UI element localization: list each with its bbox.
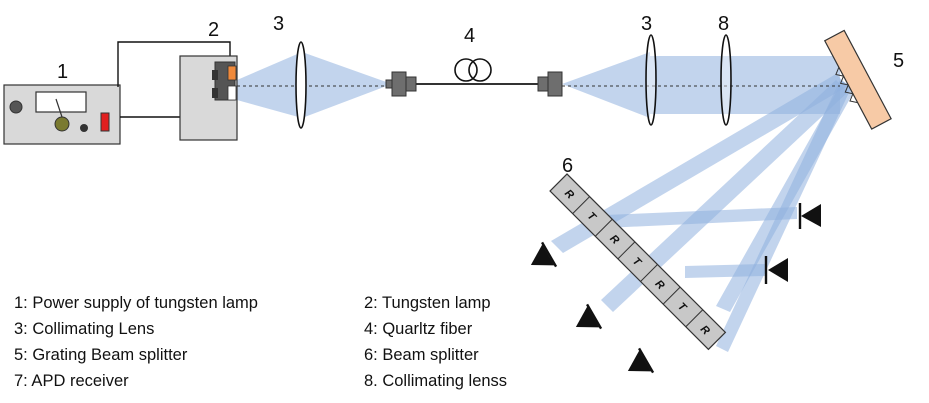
apd-receiver-4 xyxy=(575,303,603,330)
label-fiber: 4 xyxy=(464,25,475,47)
fiber-coil xyxy=(454,58,492,82)
fiber-connector-left xyxy=(391,71,407,97)
legend-item-8: 8. Collimating lenss xyxy=(364,372,507,390)
label-lens-right: 3 xyxy=(641,13,652,35)
splitter-divider xyxy=(572,196,590,214)
power-knob-main xyxy=(54,116,70,132)
beam-lamp-to-lens xyxy=(237,52,302,118)
splitter-divider xyxy=(640,264,658,282)
power-indicator xyxy=(100,112,110,132)
legend-item-6: 6: Beam splitter xyxy=(364,346,479,364)
fiber-assembly xyxy=(385,58,563,97)
legend: 1: Power supply of tungsten lamp 3: Coll… xyxy=(14,294,507,390)
legend-item-1: 1: Power supply of tungsten lamp xyxy=(14,294,258,312)
beam-out-4 xyxy=(716,82,856,312)
power-knob-left xyxy=(9,100,23,114)
label-beam-splitter: 6 xyxy=(562,155,573,177)
beam-out-2 xyxy=(601,80,848,312)
grating xyxy=(823,29,892,130)
power-supply xyxy=(3,84,121,145)
collimating-lens-left xyxy=(295,41,307,129)
legend-item-4: 4: Quarltz fiber xyxy=(364,320,473,338)
splitter-divider xyxy=(617,241,636,260)
label-collimating-lens: 8 xyxy=(718,13,729,35)
power-supply-display xyxy=(35,91,87,113)
label-grating: 5 xyxy=(893,50,904,72)
collimating-lens-8 xyxy=(720,34,732,126)
lamp-filament-bottom xyxy=(227,85,237,101)
beam-splitter-bar xyxy=(549,173,727,351)
meter-needle xyxy=(55,98,64,121)
beam-out-1 xyxy=(551,74,848,253)
legend-item-7: 7: APD receiver xyxy=(14,372,129,390)
legend-item-3: 3: Collimating Lens xyxy=(14,320,154,338)
legend-item-5: 5: Grating Beam splitter xyxy=(14,346,188,364)
light-beams xyxy=(237,52,856,352)
apd-receiver-2 xyxy=(764,256,788,284)
label-lens-left: 3 xyxy=(273,13,284,35)
lamp-filament-top xyxy=(227,65,237,81)
beam-fiber-to-lens xyxy=(562,52,650,118)
collimating-lens-right xyxy=(645,34,657,126)
apd-receiver-5 xyxy=(627,347,655,374)
label-lamp: 2 xyxy=(208,19,219,41)
beam-r1-to-apd xyxy=(605,207,797,228)
label-power-supply: 1 xyxy=(57,61,68,83)
tungsten-lamp xyxy=(179,55,238,141)
apd-receiver-3 xyxy=(530,241,558,268)
power-knob-small xyxy=(80,124,88,132)
splitter-divider xyxy=(685,309,704,328)
splitter-divider xyxy=(662,286,681,305)
beam-lens-to-fiber xyxy=(302,52,392,118)
apd-receiver-1 xyxy=(798,203,821,229)
legend-item-2: 2: Tungsten lamp xyxy=(364,294,491,312)
fiber-connector-right xyxy=(547,71,563,97)
beam-r2-to-apd xyxy=(685,264,765,278)
splitter-divider xyxy=(594,218,613,237)
